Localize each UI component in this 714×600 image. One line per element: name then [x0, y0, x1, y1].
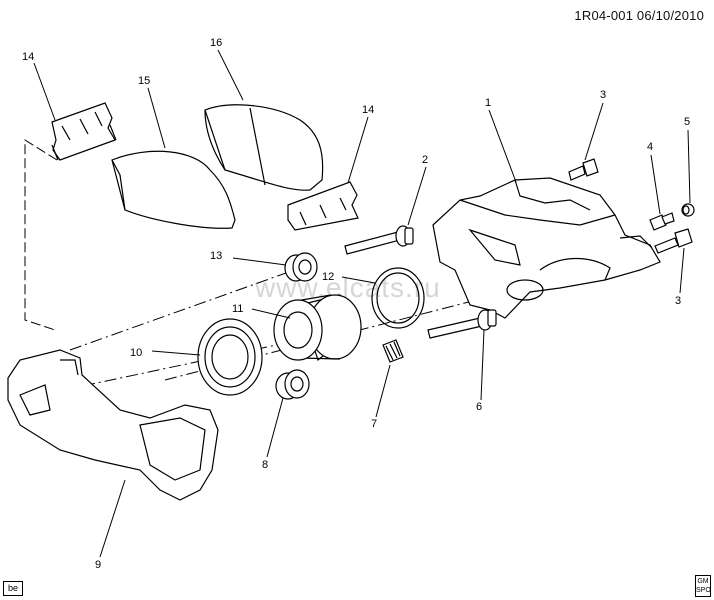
outer-brake-pad — [204, 104, 324, 191]
callout-2: 2 — [422, 154, 428, 166]
piston-seal — [371, 267, 425, 329]
piston-boot — [197, 318, 263, 396]
caliper-bracket — [7, 349, 219, 501]
caliper-housing — [432, 177, 661, 319]
axis-line-piston — [164, 257, 641, 381]
callout-14-right: 14 — [362, 104, 374, 116]
pad-leader-box — [24, 139, 58, 331]
corner-tag: be — [3, 581, 23, 596]
callout-11: 11 — [232, 303, 243, 315]
gm-spo-badge: GM SPO — [695, 575, 711, 597]
caliper-bolt-right — [654, 228, 693, 254]
callout-14-left: 14 — [22, 51, 34, 63]
callout-3-top: 3 — [600, 89, 606, 101]
guide-pin-lower — [427, 309, 497, 339]
callout-7: 7 — [371, 418, 377, 430]
piston — [273, 294, 362, 362]
pin-boot-upper — [284, 252, 318, 282]
callout-1: 1 — [485, 97, 491, 109]
inner-brake-pad — [111, 150, 236, 229]
bushing — [382, 339, 404, 363]
callout-4: 4 — [647, 141, 653, 153]
callout-13: 13 — [210, 250, 222, 262]
callout-3-right: 3 — [675, 295, 681, 307]
callout-10: 10 — [130, 347, 142, 359]
axis-line-upper — [69, 267, 301, 351]
bleeder-cap — [681, 203, 695, 217]
diagram-reference-code: 1R04-001 06/10/2010 — [574, 8, 704, 23]
bleeder-valve — [649, 212, 675, 231]
caliper-bolt-top — [568, 158, 599, 181]
callout-9: 9 — [95, 559, 101, 571]
callout-5: 5 — [684, 116, 690, 128]
pin-boot-lower — [275, 369, 310, 400]
guide-pin-upper — [344, 225, 414, 255]
pad-clip-left — [51, 102, 117, 161]
callout-8: 8 — [262, 459, 268, 471]
callout-16: 16 — [210, 37, 222, 49]
callout-15: 15 — [138, 75, 150, 87]
pad-clip-right — [287, 181, 359, 231]
callout-6: 6 — [476, 401, 482, 413]
callout-12: 12 — [322, 271, 334, 283]
